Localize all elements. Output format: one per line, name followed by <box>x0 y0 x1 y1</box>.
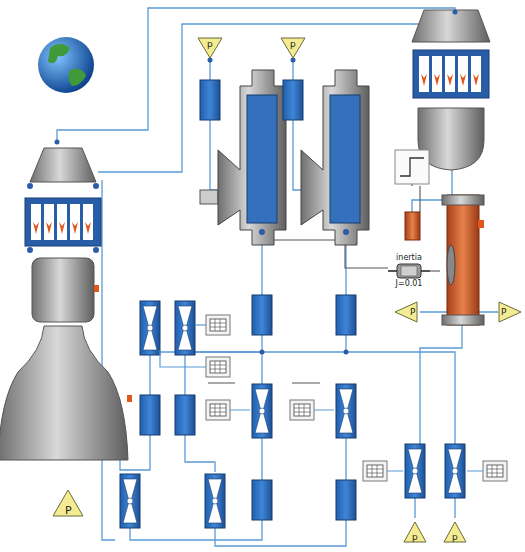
port-label: p <box>452 532 458 542</box>
port-label: P <box>410 307 415 317</box>
port-label: p <box>207 39 213 49</box>
boundary-source: P <box>394 301 418 323</box>
port-label: p <box>290 39 296 49</box>
parameter-value: J=0.01 <box>387 279 431 289</box>
inertia-icon <box>387 263 431 279</box>
component-name: inertia <box>387 253 431 263</box>
boundary-source: p <box>197 37 223 59</box>
boundary-source: p <box>403 521 427 543</box>
port-label: p <box>412 532 418 542</box>
boundary-source: p <box>280 37 306 59</box>
boundary-source: p <box>443 521 467 543</box>
boundary-source: P <box>52 489 84 517</box>
port-label: P <box>501 307 506 317</box>
inertia-block: inertiaJ=0.01 <box>387 253 431 289</box>
boundary-source: P <box>498 301 522 323</box>
port-label: P <box>65 506 72 516</box>
